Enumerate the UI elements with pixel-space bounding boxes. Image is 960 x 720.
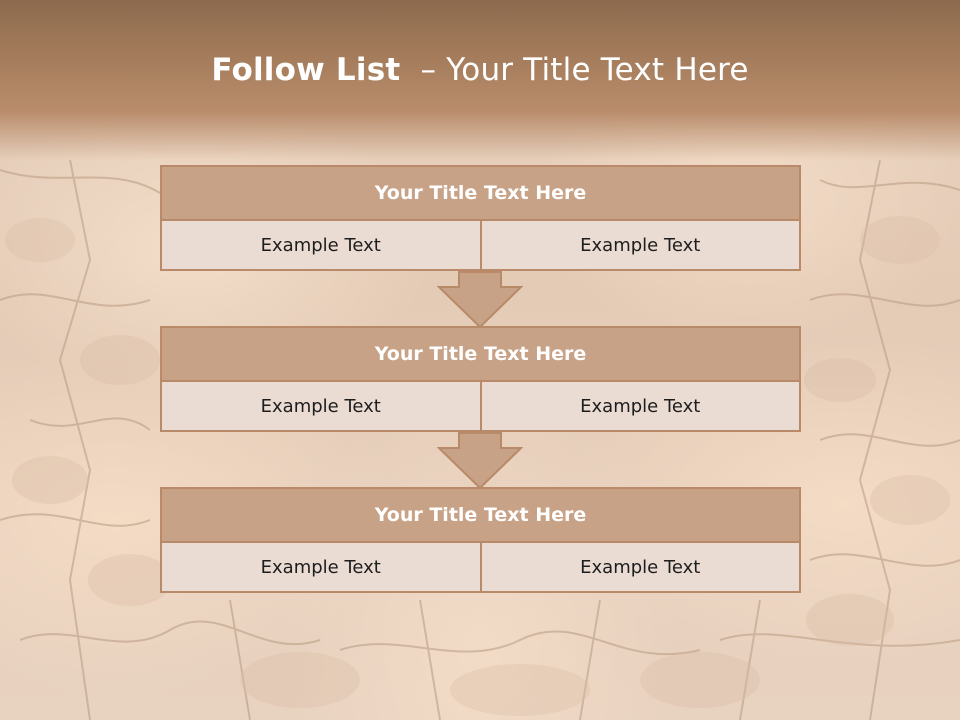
- step-2-left-text: Example Text: [160, 382, 482, 432]
- down-arrow-icon: [437, 271, 523, 329]
- step-3-right-text: Example Text: [481, 543, 801, 593]
- slide-title-bold: Follow List: [211, 52, 401, 88]
- step-title-2: Your Title Text Here: [160, 326, 801, 382]
- step-row-2: Example Text Example Text: [160, 382, 801, 432]
- step-3-left-text: Example Text: [160, 543, 482, 593]
- step-box-1: Your Title Text Here Example Text Exampl…: [160, 165, 801, 271]
- slide-title-rest: – Your Title Text Here: [400, 52, 749, 88]
- step-1-left-text: Example Text: [160, 221, 482, 271]
- step-1-right-text: Example Text: [481, 221, 801, 271]
- step-title-1: Your Title Text Here: [160, 165, 801, 221]
- step-title-3: Your Title Text Here: [160, 487, 801, 543]
- header-band: [0, 0, 960, 160]
- step-2-right-text: Example Text: [481, 382, 801, 432]
- step-box-2: Your Title Text Here Example Text Exampl…: [160, 326, 801, 432]
- step-row-1: Example Text Example Text: [160, 221, 801, 271]
- step-box-3: Your Title Text Here Example Text Exampl…: [160, 487, 801, 593]
- slide-title: Follow List – Your Title Text Here: [0, 52, 960, 88]
- step-row-3: Example Text Example Text: [160, 543, 801, 593]
- down-arrow-icon: [437, 432, 523, 490]
